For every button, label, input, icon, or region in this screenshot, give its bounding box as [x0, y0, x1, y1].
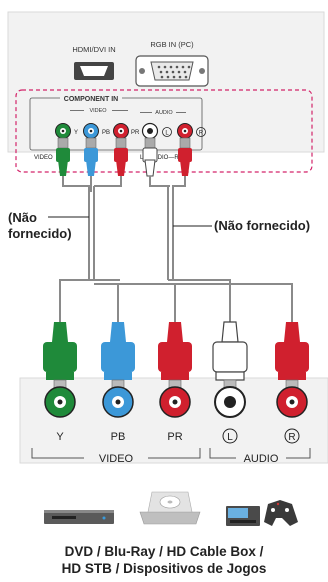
device-audio-label: AUDIO — [244, 453, 279, 465]
hdmi-label: HDMI/DVI IN — [72, 45, 115, 54]
device-caption-line2: HD STB / Dispositivos de Jogos — [61, 561, 267, 576]
device-audio-bracket — [209, 448, 311, 459]
panel-video-label: VIDEO — [89, 108, 107, 114]
device-plug-white — [212, 321, 248, 391]
panel-bottom-video-label: VIDEO — [34, 155, 53, 161]
hdmi-port — [74, 62, 114, 80]
panel-jack-pr — [113, 123, 129, 139]
rgb-label: RGB IN (PC) — [150, 40, 194, 49]
component-in-label: COMPONENT IN — [64, 96, 118, 103]
panel-jack-r — [177, 123, 193, 139]
left-note-line2: fornecido) — [8, 226, 72, 241]
cable-box-icon — [226, 506, 260, 526]
game-controller-icon — [264, 500, 298, 526]
tv-plug-blue — [84, 137, 98, 176]
rgb-port — [135, 55, 209, 87]
dvd-player-icon — [44, 510, 114, 524]
left-note-line1: (Não — [8, 210, 37, 225]
left-not-supplied-note: (Não fornecido) — [8, 210, 72, 242]
device-jack-y — [44, 386, 76, 418]
tv-plug-red — [114, 137, 128, 176]
component-in-highlight — [15, 89, 313, 173]
device-plug-red — [158, 322, 192, 391]
device-jack-r — [276, 386, 308, 418]
device-jack-label-pr: PR — [167, 431, 182, 443]
panel-jack-l — [141, 122, 159, 140]
device-jack-label-y: Y — [56, 431, 64, 443]
device-jack-label-pb: PB — [111, 431, 126, 443]
device-video-label: VIDEO — [99, 453, 134, 465]
tv-plug-white — [142, 137, 158, 177]
tv-plug-green — [56, 137, 70, 176]
device-jack-label-l: L — [227, 432, 233, 443]
cables — [59, 176, 293, 322]
device-plug-red-audio — [275, 322, 309, 391]
right-not-supplied-note: (Não fornecido) — [214, 218, 311, 233]
device-jack-label-r: R — [288, 432, 295, 443]
panel-jack-label-pb: PB — [102, 130, 110, 136]
panel-jack-label-y: Y — [74, 130, 78, 136]
device-plug-blue — [101, 322, 135, 391]
device-jack-l — [214, 386, 246, 418]
panel-bottom-audio-label: L—AUDIO—R — [140, 155, 179, 161]
device-plug-green — [43, 322, 77, 391]
panel-jack-label-pr: PR — [131, 130, 140, 136]
tv-plug-red-audio — [178, 137, 192, 176]
device-jack-pb — [102, 386, 134, 418]
device-jack-pr — [159, 386, 191, 418]
panel-jack-pb — [83, 123, 99, 139]
panel-jack-y — [55, 123, 71, 139]
panel-jack-label-r: R — [199, 131, 204, 137]
device-video-bracket — [31, 448, 201, 459]
panel-jack-label-l: L — [165, 131, 169, 137]
disc-drive-icon — [139, 491, 201, 525]
panel-audio-label: AUDIO — [155, 110, 173, 116]
device-caption-line1: DVD / Blu-Ray / HD Cable Box / — [64, 544, 264, 559]
